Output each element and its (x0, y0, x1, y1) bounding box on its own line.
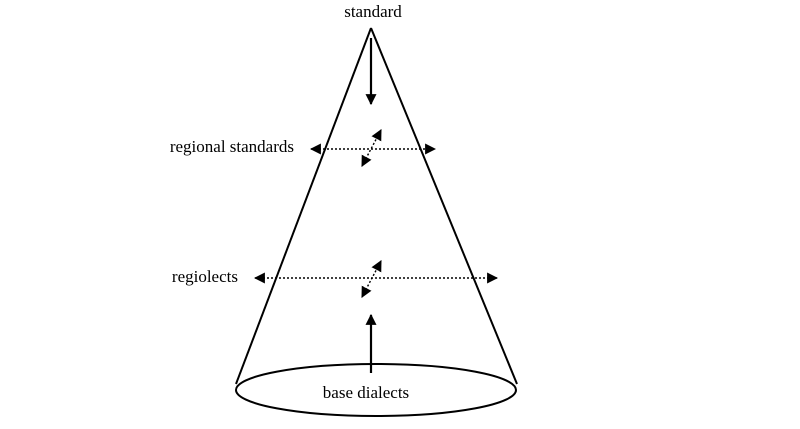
label-regiolects: regiolects (172, 267, 238, 286)
regiolects-diagonal-arrow (361, 260, 382, 298)
label-base-dialects: base dialects (323, 383, 409, 402)
regional-standards-diagonal-arrow (361, 129, 382, 167)
cone-right-edge (370, 27, 518, 385)
label-standard: standard (344, 2, 402, 21)
label-regional-standards: regional standards (170, 137, 294, 156)
cone-left-edge (235, 27, 372, 385)
cone-base-ellipse (235, 363, 517, 417)
